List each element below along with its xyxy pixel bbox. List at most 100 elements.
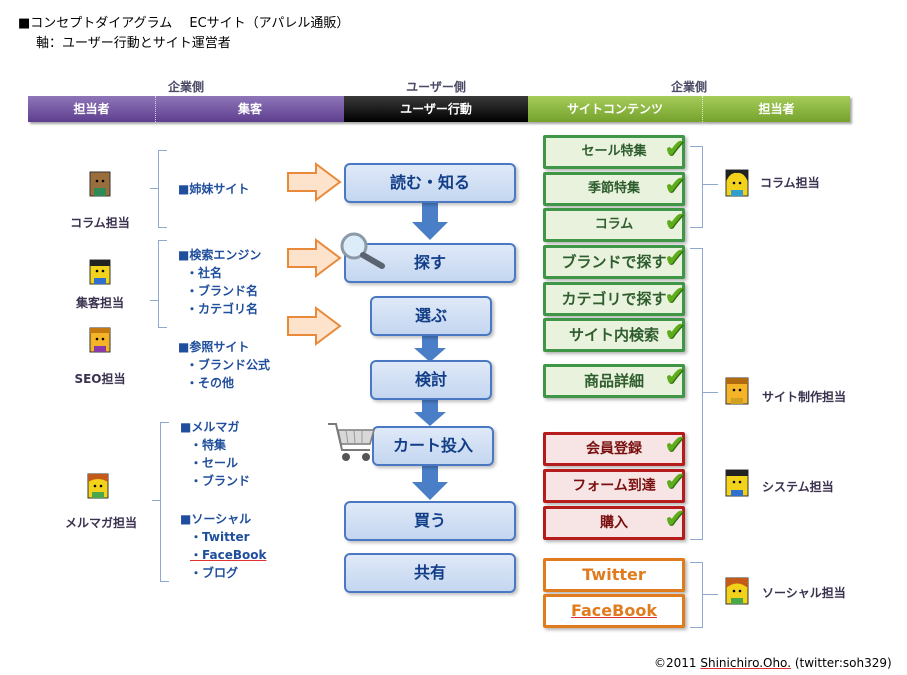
right-role-site: サイト制作担当 — [762, 390, 847, 404]
right-role-system: システム担当 — [762, 480, 834, 494]
content-facebook: FaceBook — [543, 594, 685, 628]
bracket — [690, 146, 703, 228]
list-item: ・社名 — [186, 266, 223, 280]
bracket-tick — [702, 392, 718, 393]
content-brand-search: ブランドで探す — [543, 245, 685, 279]
flow-step-read: 読む・知る — [344, 163, 516, 203]
content-category-search: カテゴリで探す — [543, 282, 685, 316]
avatar — [89, 327, 111, 353]
avatar — [89, 259, 111, 285]
flow-step-consider: 検討 — [370, 360, 492, 400]
right-role-social: ソーシャル担当 — [762, 586, 846, 600]
bracket-tick — [150, 188, 158, 189]
flow-step-search: 探す — [344, 243, 516, 283]
header-left-person: 担当者 — [28, 96, 156, 122]
avatar — [725, 377, 749, 405]
check-icon: ✔ — [664, 243, 686, 273]
left-role-attract: 集客担当 — [75, 296, 124, 310]
shopping-cart-icon — [328, 423, 375, 461]
flow-step-buy: 買う — [344, 501, 516, 541]
list-item: ・カテゴリ名 — [186, 302, 259, 316]
bracket — [160, 422, 169, 582]
bracket — [690, 562, 703, 628]
attract-list-search: ■検索エンジン ・社名 ・ブランド名 ・カテゴリ名 — [178, 246, 261, 318]
list-item: ■姉妹サイト — [178, 182, 250, 196]
arrow-down-icon — [412, 464, 448, 500]
arrow-right-icon — [287, 238, 342, 278]
check-icon: ✔ — [664, 134, 686, 164]
content-member-register: 会員登録 — [543, 432, 685, 466]
flow-step-share: 共有 — [344, 553, 516, 593]
diagram-title: ■コンセプトダイアグラム ECサイト（アパレル通販） — [18, 16, 350, 31]
header-attract: 集客 — [156, 96, 344, 122]
avatar — [89, 171, 111, 197]
avatar — [87, 473, 109, 499]
check-icon: ✔ — [664, 281, 686, 311]
content-season-feature: 季節特集 — [543, 172, 685, 206]
content-sale-feature: セール特集 — [543, 135, 685, 169]
content-column: コラム — [543, 208, 685, 242]
bracket — [158, 240, 167, 328]
bracket-tick — [152, 500, 160, 501]
attract-list-reference: ■参照サイト ・ブランド公式 ・その他 — [178, 338, 270, 392]
check-icon: ✔ — [664, 207, 686, 237]
list-item: ■検索エンジン — [178, 248, 262, 262]
check-icon: ✔ — [664, 430, 686, 460]
avatar — [725, 577, 749, 605]
flow-step-choose: 選ぶ — [370, 296, 492, 336]
list-item: ・ブランド — [190, 474, 251, 488]
group-label-left: 企業側 — [167, 80, 204, 94]
list-item: ・ブランド公式 — [186, 358, 271, 372]
group-label-center: ユーザー側 — [406, 80, 466, 94]
avatar — [725, 469, 749, 497]
bracket — [690, 248, 703, 540]
header-user-action: ユーザー行動 — [344, 96, 528, 122]
right-role-column: コラム担当 — [760, 176, 820, 190]
list-item: ■参照サイト — [178, 340, 250, 354]
left-role-seo: SEO担当 — [74, 372, 126, 386]
check-icon: ✔ — [664, 467, 686, 497]
arrow-down-icon — [414, 334, 446, 362]
arrow-right-icon — [287, 162, 342, 202]
left-role-column: コラム担当 — [70, 216, 130, 230]
list-item: ・Twitter — [190, 530, 250, 544]
left-role-mailmag: メルマガ担当 — [64, 516, 137, 530]
diagram-subtitle: 軸：ユーザー行動とサイト運営者 — [36, 36, 231, 51]
list-item: ・ブランド名 — [186, 284, 259, 298]
list-item: ・ブログ — [190, 566, 239, 580]
check-icon: ✔ — [664, 504, 686, 534]
attract-list-social: ■ソーシャル ・Twitter ・FaceBook ・ブログ — [180, 510, 266, 582]
flow-step-cart: カート投入 — [372, 426, 494, 466]
bracket-tick — [150, 300, 158, 301]
copyright-suffix: (twitter:soh329) — [791, 656, 892, 670]
content-product-detail: 商品詳細 — [543, 364, 685, 398]
header-site-contents: サイトコンテンツ — [528, 96, 703, 122]
content-site-search: サイト内検索 — [543, 318, 685, 352]
avatar — [725, 169, 749, 197]
copyright: ©2011 Shinichiro.Oho. (twitter:soh329) — [654, 656, 892, 670]
list-item: ・特集 — [190, 438, 227, 452]
copyright-prefix: ©2011 — [654, 656, 701, 670]
content-form-reach: フォーム到達 — [543, 469, 685, 503]
arrow-right-icon — [287, 306, 342, 346]
content-twitter: Twitter — [543, 558, 685, 592]
attract-list-mailmag: ■メルマガ ・特集 ・セール ・ブランド — [180, 418, 250, 490]
list-item: ■メルマガ — [180, 420, 240, 434]
check-icon: ✔ — [664, 362, 686, 392]
header-right-person: 担当者 — [703, 96, 850, 122]
check-icon: ✔ — [664, 317, 686, 347]
bracket-tick — [702, 184, 718, 185]
check-icon: ✔ — [664, 171, 686, 201]
content-purchase: 購入 — [543, 506, 685, 540]
bracket — [158, 150, 167, 228]
arrow-down-icon — [412, 202, 448, 240]
group-label-right: 企業側 — [670, 80, 707, 94]
bracket-tick — [702, 594, 718, 595]
arrow-down-icon — [414, 398, 446, 426]
copyright-name: Shinichiro.Oho. — [700, 656, 792, 670]
magnifier-icon — [340, 232, 385, 269]
list-item: ■ソーシャル — [180, 512, 252, 526]
attract-list-sister: ■姉妹サイト — [178, 180, 249, 198]
list-item: ・セール — [190, 456, 239, 470]
list-item: ・FaceBook — [190, 548, 267, 562]
